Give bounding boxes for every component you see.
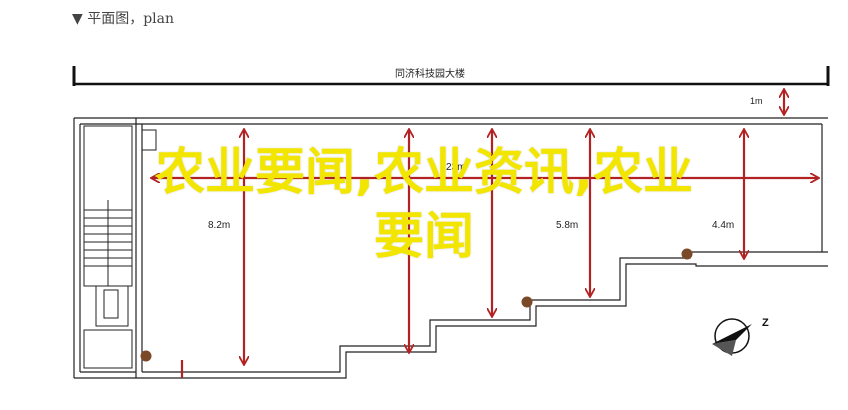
dimension-arrows bbox=[152, 90, 818, 378]
survey-point bbox=[681, 248, 693, 260]
dim-label-58: 5.8m bbox=[556, 220, 578, 231]
survey-point bbox=[140, 350, 152, 362]
dim-label-1m: 1m bbox=[750, 96, 763, 106]
dim-label-82: 8.2m bbox=[208, 220, 230, 231]
header-bracket bbox=[72, 66, 830, 86]
svg-text:Z: Z bbox=[762, 317, 769, 329]
survey-points bbox=[140, 248, 693, 362]
north-arrow-icon: Z bbox=[712, 317, 769, 356]
figure-caption: ▼ 平面图，plan bbox=[72, 11, 175, 27]
watermark-overlay: 农业要闻,农业资讯,农业 要闻 bbox=[0, 140, 848, 268]
building-title: 同济科技园大楼 bbox=[395, 67, 465, 80]
dim-label-44: 4.4m bbox=[712, 220, 734, 231]
watermark-line-1: 农业要闻,农业资讯,农业 bbox=[155, 143, 693, 201]
dim-label-23: 23m bbox=[446, 162, 465, 173]
survey-point bbox=[521, 296, 533, 308]
stairwell bbox=[83, 125, 157, 369]
watermark-line-2: 要闻 bbox=[374, 207, 474, 265]
building-walls bbox=[73, 117, 828, 379]
